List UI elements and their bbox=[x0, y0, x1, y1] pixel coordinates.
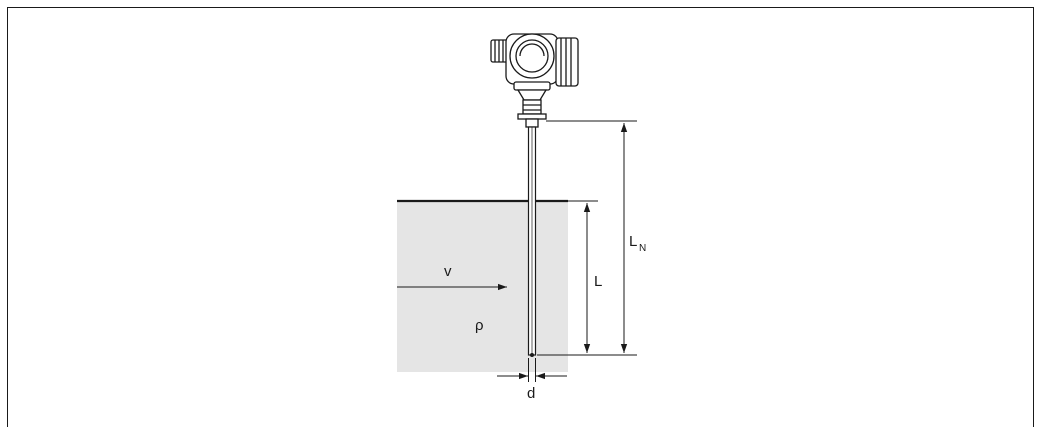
stem-tip bbox=[530, 353, 534, 357]
diameter-label: d bbox=[527, 385, 535, 402]
dimension-LN-label: L bbox=[629, 233, 637, 250]
density-label: ρ bbox=[475, 317, 484, 334]
dimension-LN-subscript: N bbox=[639, 243, 646, 254]
transmitter-housing-icon bbox=[490, 33, 579, 128]
flow-velocity-label: v bbox=[444, 263, 452, 280]
dimension-L-label: L bbox=[594, 273, 602, 290]
figure-frame bbox=[7, 7, 1034, 427]
